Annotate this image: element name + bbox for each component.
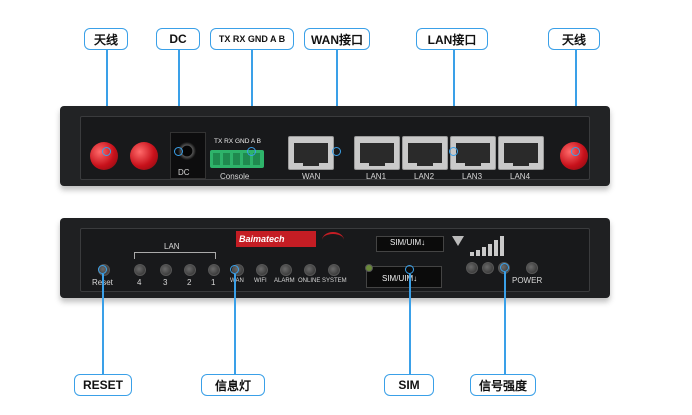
- dc-jack: [178, 142, 196, 160]
- dot-lan: [449, 147, 458, 156]
- router-back-panel: Reset LAN 4 3 2 1 WAN WIFI ALARM ONLINE …: [60, 218, 610, 298]
- callout-wan: WAN接口: [304, 28, 370, 50]
- alarm-led-label: ALARM: [274, 278, 295, 284]
- antenna-connector-right: [560, 142, 588, 170]
- leader-lan: [453, 50, 455, 151]
- dot-wan: [332, 147, 341, 156]
- dot-antenna-left: [102, 147, 111, 156]
- signal-led-2: [482, 262, 494, 274]
- leader-antenna-right: [575, 50, 577, 151]
- callout-antenna-left: 天线: [84, 28, 128, 50]
- lan-port-1: [354, 136, 400, 170]
- lan-led-2: [184, 264, 196, 276]
- wan-label: WAN: [302, 172, 321, 181]
- sim-slot-bottom: [366, 266, 442, 288]
- console-pins-label: TX RX GND A B: [214, 138, 261, 145]
- signal-bar-3: [482, 247, 486, 256]
- callout-console: TX RX GND A B: [210, 28, 294, 50]
- callout-dc: DC: [156, 28, 200, 50]
- brand-logo: Baimatech: [236, 231, 316, 247]
- antenna-connector-left-1: [90, 142, 118, 170]
- leader-console: [251, 50, 253, 151]
- lan-number-4: 4: [137, 278, 142, 287]
- dot-signal: [500, 263, 509, 272]
- lan3-label: LAN3: [462, 172, 483, 181]
- lan-number-3: 3: [163, 278, 168, 287]
- sim-indicator: [365, 264, 373, 272]
- lan1-label: LAN1: [366, 172, 387, 181]
- lan-group-label: LAN: [164, 242, 180, 251]
- power-label: POWER: [512, 276, 543, 285]
- lan-led-3: [160, 264, 172, 276]
- signal-bar-1: [470, 252, 474, 256]
- lan-number-2: 2: [187, 278, 192, 287]
- brand-swoosh-icon: [322, 232, 344, 248]
- leader-sim: [409, 274, 411, 374]
- wifi-led: [256, 264, 268, 276]
- antenna-signal-icon: [452, 236, 464, 246]
- system-led: [328, 264, 340, 276]
- online-led-label: ONLINE: [298, 278, 321, 284]
- lan-number-1: 1: [211, 278, 216, 287]
- leader-led: [234, 274, 236, 374]
- leader-antenna-left: [106, 50, 108, 151]
- sim-slot-top: [376, 236, 444, 252]
- dot-antenna-right: [571, 147, 580, 156]
- dc-label: DC: [178, 168, 190, 177]
- callout-antenna-right: 天线: [548, 28, 600, 50]
- dot-dc: [174, 147, 183, 156]
- lan4-label: LAN4: [510, 172, 531, 181]
- signal-bar-6: [500, 236, 504, 256]
- antenna-connector-left-2: [130, 142, 158, 170]
- leader-wan: [336, 50, 338, 151]
- dot-sim: [405, 265, 414, 274]
- wan-port: [288, 136, 334, 170]
- router-front-panel: DC TX RX GND A B Console WAN LAN1 LAN2 L…: [60, 106, 610, 186]
- wan-led-label: WAN: [230, 278, 244, 284]
- sim-top-label: SIM/UIM↓: [390, 238, 426, 247]
- sim-bottom-label: SIM/UIM↓: [382, 274, 418, 283]
- leader-dc: [178, 50, 180, 151]
- callout-led: 信息灯: [201, 374, 265, 396]
- callout-reset: RESET: [74, 374, 132, 396]
- lan2-label: LAN2: [414, 172, 435, 181]
- lan-port-2: [402, 136, 448, 170]
- online-led: [304, 264, 316, 276]
- signal-led-1: [466, 262, 478, 274]
- signal-bar-5: [494, 240, 498, 256]
- leader-reset: [102, 274, 104, 374]
- power-led: [526, 262, 538, 274]
- lan-port-4: [498, 136, 544, 170]
- console-terminal-block: [210, 150, 264, 168]
- lan-led-4: [134, 264, 146, 276]
- console-label: Console: [220, 172, 250, 181]
- callout-lan: LAN接口: [416, 28, 488, 50]
- alarm-led: [280, 264, 292, 276]
- wifi-led-label: WIFI: [254, 278, 267, 284]
- callout-signal: 信号强度: [470, 374, 536, 396]
- lan-group-bracket: [134, 252, 216, 259]
- callout-sim: SIM: [384, 374, 434, 396]
- system-led-label: SYSTEM: [322, 278, 347, 284]
- dot-reset: [98, 265, 107, 274]
- dot-console: [247, 147, 256, 156]
- signal-bar-2: [476, 250, 480, 256]
- lan-led-1: [208, 264, 220, 276]
- leader-signal: [504, 272, 506, 374]
- signal-bar-4: [488, 244, 492, 256]
- dot-led: [230, 265, 239, 274]
